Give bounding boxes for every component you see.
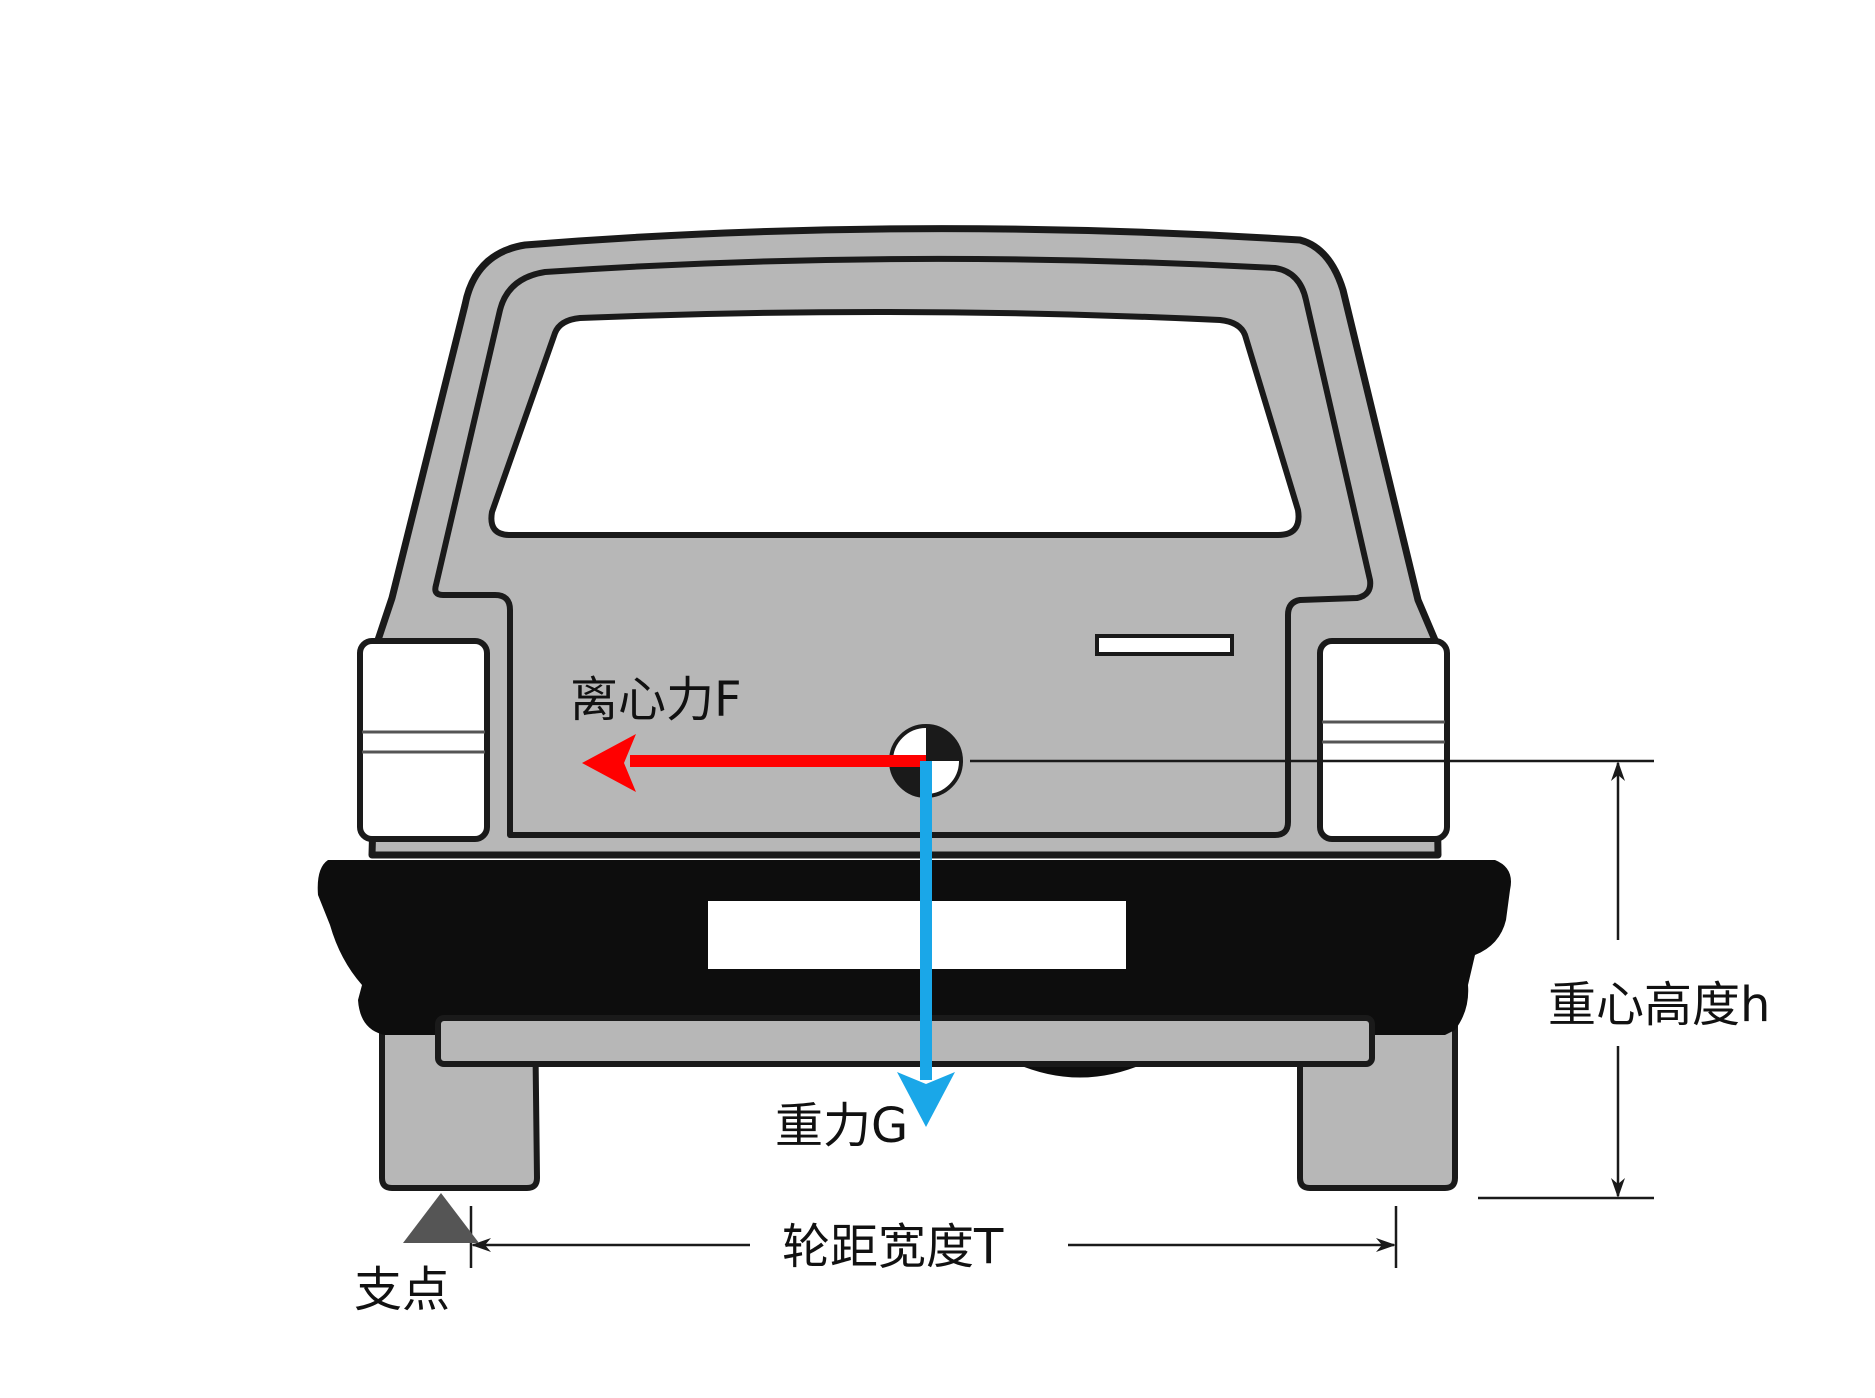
cg-height-label: 重心高度h: [1548, 977, 1770, 1033]
gravity-label: 重力G: [775, 1098, 908, 1154]
left-tail-light: [357, 638, 490, 842]
gravity-arrow: [897, 761, 955, 1127]
car-rear-view: [317, 225, 1511, 1191]
rear-window: [488, 308, 1302, 538]
centrifugal-force-arrow: [582, 734, 926, 792]
pivot-triangle: [403, 1193, 479, 1243]
centrifugal-force-label: 离心力F: [570, 672, 742, 728]
track-width-label: 轮距宽度T: [782, 1219, 1004, 1275]
tailgate-handle: [1095, 634, 1234, 656]
bumper-step: [435, 1015, 1375, 1067]
license-plate: [708, 901, 1126, 969]
pivot-label: 支点: [354, 1262, 450, 1318]
right-tail-light: [1317, 638, 1450, 842]
cg-height-dimension: [970, 759, 1654, 1200]
